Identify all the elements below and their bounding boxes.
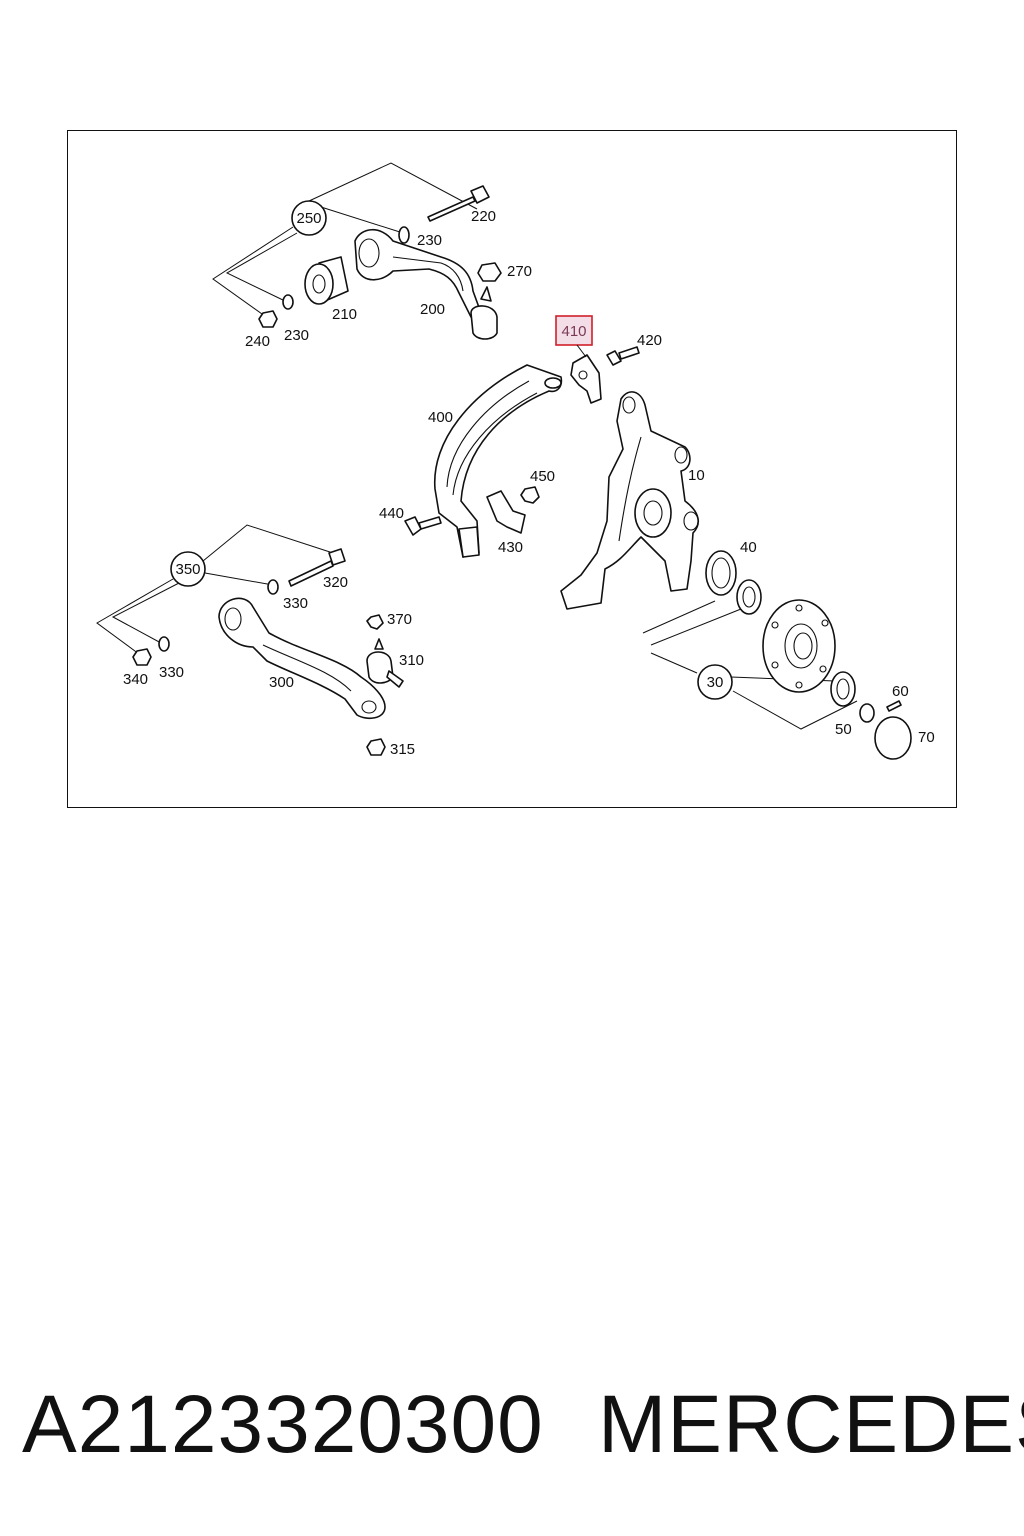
leader-30-50	[732, 690, 858, 730]
caption-bar: A2123320300 MERCEDES	[0, 1370, 1024, 1480]
label-330: 330	[283, 595, 308, 612]
control-arm-300	[218, 597, 386, 720]
label-350: 350	[175, 561, 200, 578]
washer-330	[267, 579, 279, 595]
seal-40	[705, 550, 737, 596]
label-440: 440	[379, 505, 404, 522]
bolt-420	[606, 346, 640, 366]
label-240: 240	[245, 333, 270, 350]
outer-bearing	[830, 671, 856, 707]
label-250: 250	[296, 210, 321, 227]
label-330b: 330	[159, 664, 184, 681]
label-200: 200	[420, 301, 445, 318]
label-40: 40	[740, 539, 757, 556]
label-410: 410	[561, 323, 586, 340]
nut-370	[366, 614, 384, 630]
leader-350-320	[202, 524, 334, 562]
label-315: 315	[390, 741, 415, 758]
steering-knuckle-10	[560, 391, 700, 610]
part-number: A2123320300	[22, 1379, 544, 1470]
label-420: 420	[637, 332, 662, 349]
label-300: 300	[269, 674, 294, 691]
leader-30-40	[642, 600, 716, 634]
label-450: 450	[530, 468, 555, 485]
washer-230	[398, 226, 410, 244]
bracket-410	[570, 344, 602, 404]
strut-arm-400	[434, 364, 563, 558]
lower-arm-group	[96, 524, 404, 756]
wheel-hub	[762, 599, 836, 693]
leader-250-230	[320, 206, 404, 234]
label-50: 50	[835, 721, 852, 738]
bolt-440	[404, 516, 442, 536]
label-320: 320	[323, 574, 348, 591]
control-arm-200	[354, 228, 498, 340]
label-60: 60	[892, 683, 909, 700]
label-210: 210	[332, 306, 357, 323]
label-30: 30	[707, 674, 724, 691]
bracket-430	[486, 490, 526, 534]
label-310: 310	[399, 652, 424, 669]
label-230: 230	[417, 232, 442, 249]
bushing-210	[304, 256, 349, 305]
nut-315	[366, 738, 386, 756]
leader-250-240	[212, 226, 294, 320]
leader-30a	[650, 652, 698, 674]
label-70: 70	[918, 729, 935, 746]
label-400: 400	[428, 409, 453, 426]
nut-240	[258, 310, 278, 328]
leader-350-340	[96, 578, 174, 658]
leader-250-220	[308, 162, 478, 210]
bolt-320	[288, 548, 346, 587]
label-220: 220	[471, 208, 496, 225]
part-labels: 250 220 230 270 210 200 240 230 410 420 …	[123, 208, 935, 758]
parts-diagram-frame: 250 220 230 270 210 200 240 230 410 420 …	[67, 130, 957, 808]
nut-340	[132, 648, 152, 666]
nut-270	[477, 262, 502, 282]
exploded-parts-diagram: 250 220 230 270 210 200 240 230 410 420 …	[96, 162, 935, 760]
washer-330b	[158, 636, 170, 652]
nut-450	[520, 486, 540, 504]
upper-arm-group	[212, 162, 502, 340]
callout-circle-250	[291, 200, 327, 236]
wheel-bearing	[736, 579, 762, 615]
leader-250-230b	[225, 232, 298, 302]
hub-group	[642, 550, 912, 760]
nut-50	[859, 703, 875, 723]
label-10: 10	[688, 467, 705, 484]
leader-350-330	[204, 572, 274, 586]
label-340: 340	[123, 671, 148, 688]
leader-350-330b	[111, 582, 180, 644]
callout-circle-350	[170, 551, 206, 587]
callout-circle-30	[697, 664, 733, 700]
brand-name: MERCEDES	[598, 1379, 1024, 1470]
washer-230b	[282, 294, 294, 310]
ball-joint-310	[366, 638, 404, 688]
label-270: 270	[507, 263, 532, 280]
bolt-220	[427, 185, 490, 222]
label-370: 370	[387, 611, 412, 628]
cap-70	[874, 716, 912, 760]
highlight-box-410	[555, 315, 593, 346]
pin-60	[886, 700, 902, 712]
leader-30-bearing	[650, 608, 742, 646]
label-230b: 230	[284, 327, 309, 344]
label-430: 430	[498, 539, 523, 556]
